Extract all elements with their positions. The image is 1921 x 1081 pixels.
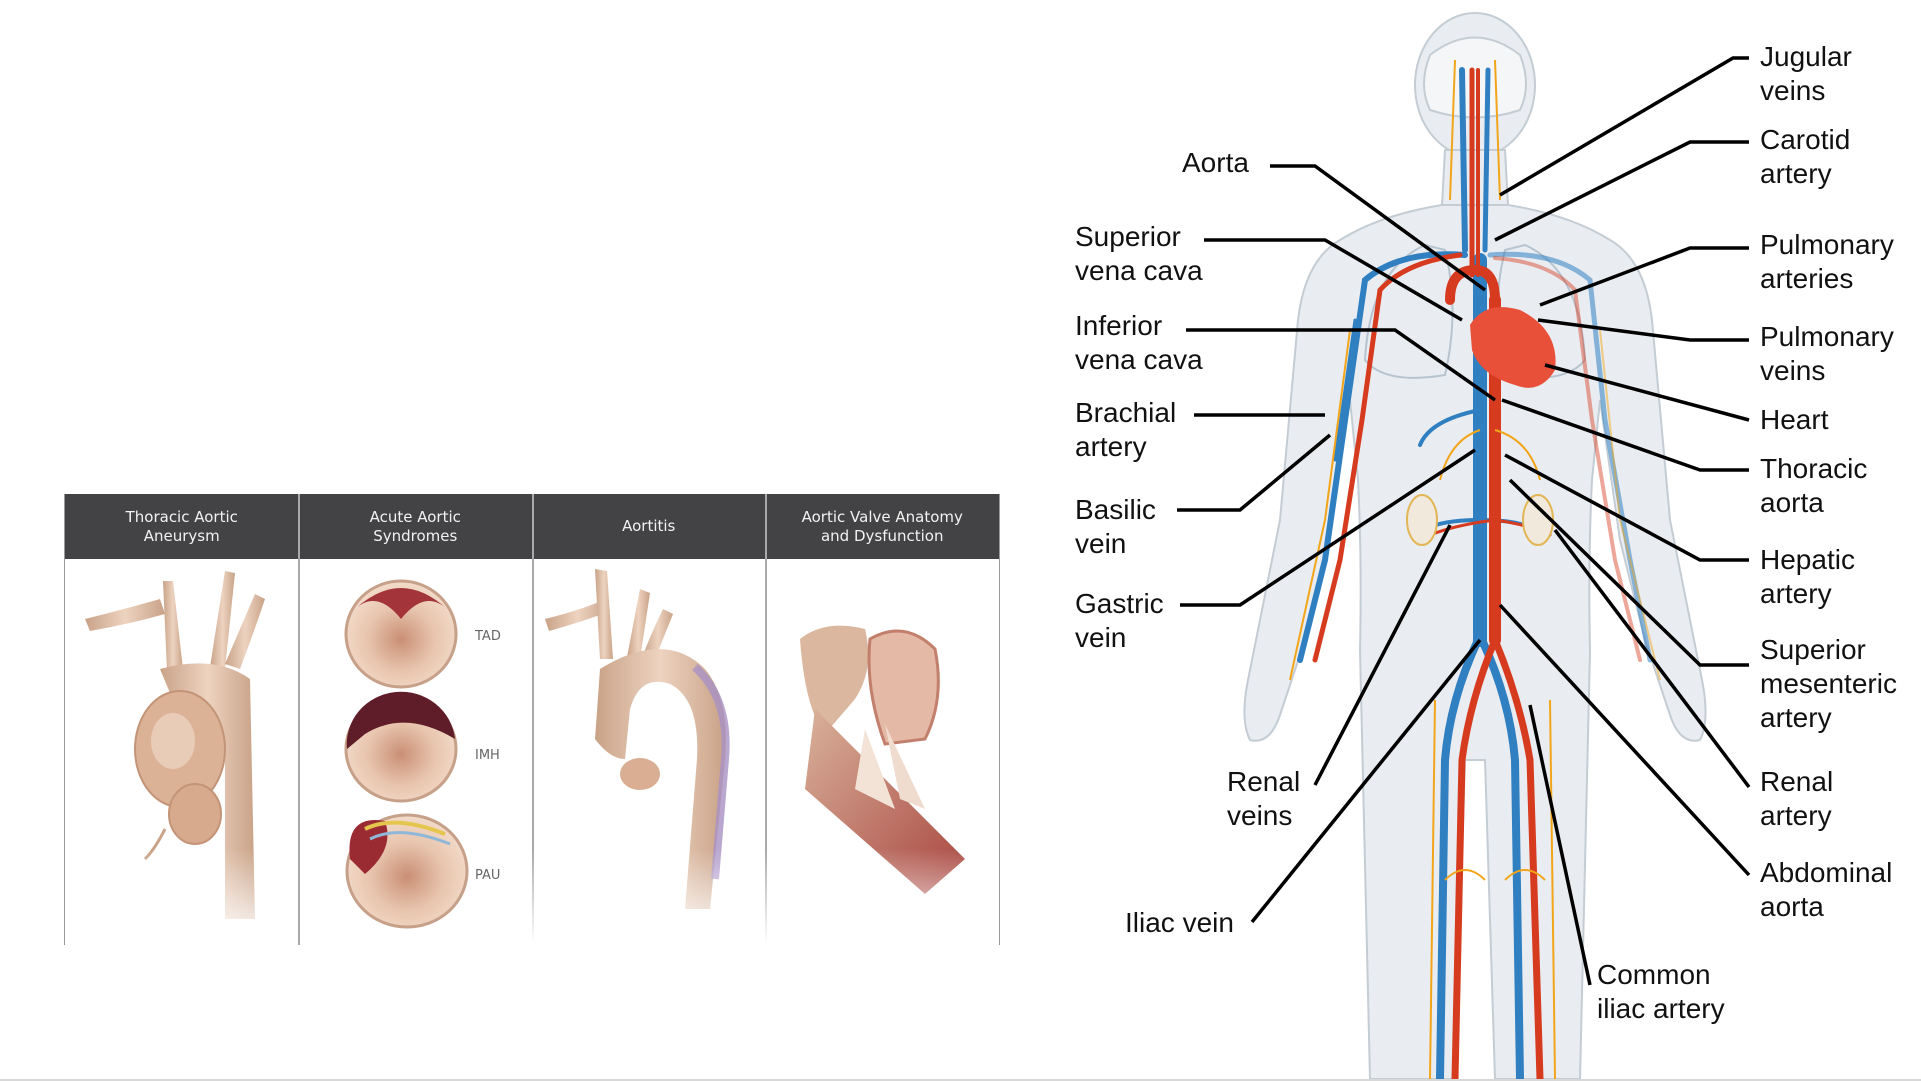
label-common-iliac-artery: Common iliac artery [1597,959,1725,1024]
label-jugular-veins: Jugular veins [1760,41,1852,106]
leader-superior-mesenteric-artery [1508,478,1749,667]
aortic-disease-panel: Thoracic Aortic Aneurysm Acute Aortic Sy… [64,494,1000,945]
subtype-label-tad: TAD [474,629,501,644]
aortic-valve-illustration [765,559,998,945]
thoracic-aneurysm-illustration [65,559,298,945]
label-superior-vena-cava: Superior vena cava [1075,221,1203,286]
label-gastric-vein: Gastric vein [1075,588,1164,653]
column-title-thoracic-aortic-aneurysm: Thoracic Aortic Aneurysm [125,507,238,545]
leader-iliac-vein [1250,638,1482,924]
label-pulmonary-arteries: Pulmonary arteries [1760,229,1894,294]
acute-aortic-syndromes-illustration [344,579,469,929]
leader-thoracic-aorta [1501,398,1749,472]
label-hepatic-artery: Hepatic artery [1760,544,1855,609]
label-inferior-vena-cava: Inferior vena cava [1075,310,1203,375]
leader-pulmonary-veins [1537,318,1749,342]
column-divider [298,494,300,945]
column-title-acute-aortic-syndromes: Acute Aortic Syndromes [369,507,461,545]
label-carotid-artery: Carotid artery [1760,124,1851,189]
label-superior-mesenteric-artery: Superior mesenteric artery [1760,634,1897,733]
column-title-aortic-valve: Aortic Valve Anatomy and Dysfunction [801,507,963,545]
brain [1423,36,1527,119]
aortitis-illustration [532,559,765,945]
label-renal-artery: Renal artery [1760,766,1834,831]
leader-heart [1544,363,1750,422]
label-aorta: Aorta [1182,147,1249,178]
label-heart: Heart [1760,404,1829,435]
circulatory-system-figure [1177,12,1751,1079]
kidneys [1406,494,1554,546]
leader-superior-vena-cava [1204,238,1463,322]
label-thoracic-aorta: Thoracic aorta [1760,453,1868,518]
leader-inferior-vena-cava [1186,328,1497,402]
label-basilic-vein: Basilic vein [1075,494,1156,559]
subtype-label-imh: IMH [475,748,500,763]
leader-lines [1177,56,1751,986]
aortic-illustrations: TAD IMH PAU [65,559,998,945]
subtype-label-pau: PAU [475,868,500,883]
panel-illustrations: TAD IMH PAU [65,559,999,945]
leader-abdominal-aorta [1498,603,1751,877]
leader-hepatic-artery [1504,453,1749,562]
leader-renal-artery [1553,528,1751,789]
leader-basilic-vein [1177,433,1332,512]
leader-renal-veins [1313,524,1452,786]
heart-organ [1470,307,1556,388]
leader-aorta [1270,164,1487,292]
label-abdominal-aorta: Abdominal aorta [1760,857,1893,922]
label-renal-veins: Renal veins [1227,766,1301,831]
column-title-aortitis: Aortitis [622,517,676,535]
leader-gastric-vein [1180,448,1476,607]
label-iliac-vein: Iliac vein [1125,907,1234,938]
leader-pulmonary-arteries [1539,246,1749,307]
leader-common-iliac-artery [1528,704,1592,986]
leader-carotid-artery [1494,140,1749,242]
bottom-rule [0,1079,1921,1081]
leader-jugular-veins [1499,56,1749,197]
label-pulmonary-veins: Pulmonary veins [1760,321,1894,386]
label-brachial-artery: Brachial artery [1075,397,1177,462]
nerves [1289,59,1661,1079]
